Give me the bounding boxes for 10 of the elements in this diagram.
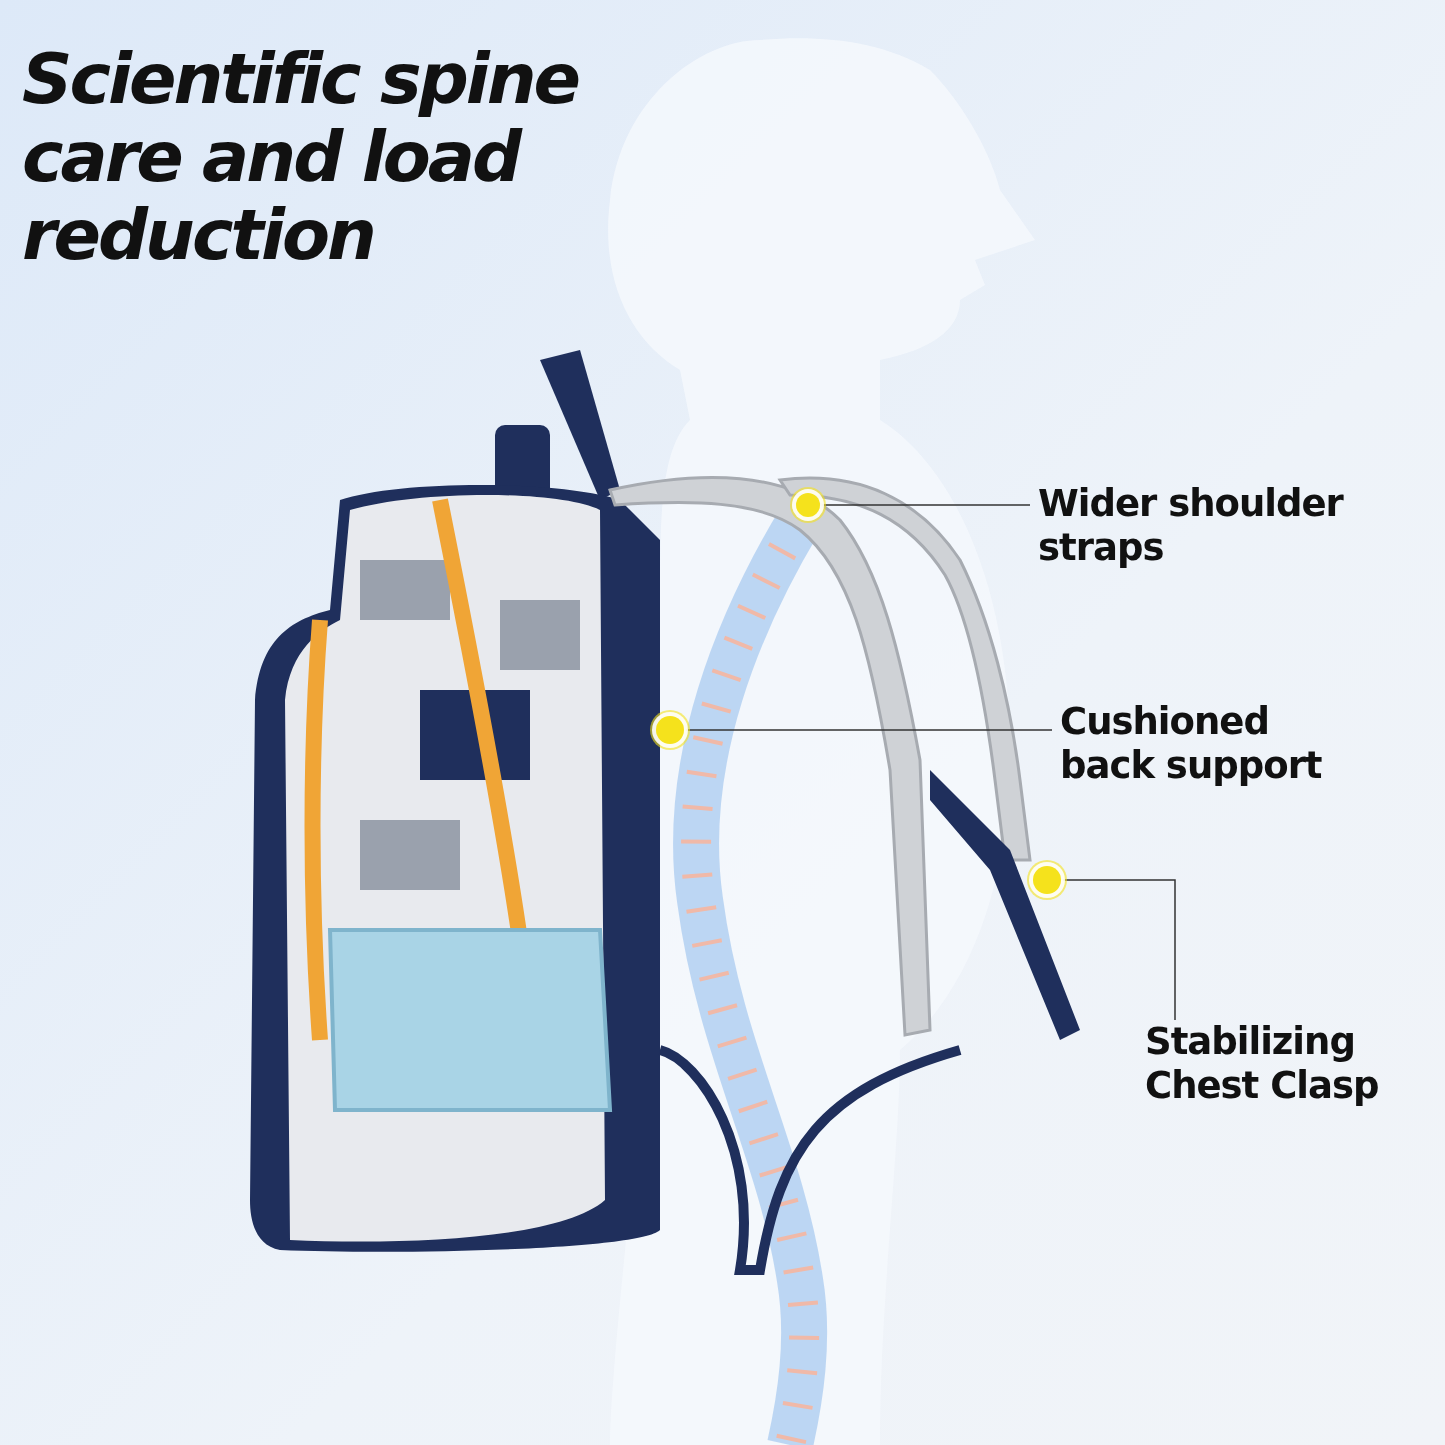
marker-dot [656,716,684,744]
leader-line [685,729,1053,731]
leader-line [1062,879,1176,1021]
leader-line [821,504,1031,506]
heading: Scientific spine care and load reduction [22,40,580,274]
callout-label: Wider shoulder straps [1038,482,1348,570]
marker-dot [796,493,820,517]
callout-label: Cushioned back support [1060,700,1360,788]
marker-dot [1033,866,1061,894]
callout-label: Stabilizing Chest Clasp [1145,1020,1405,1108]
